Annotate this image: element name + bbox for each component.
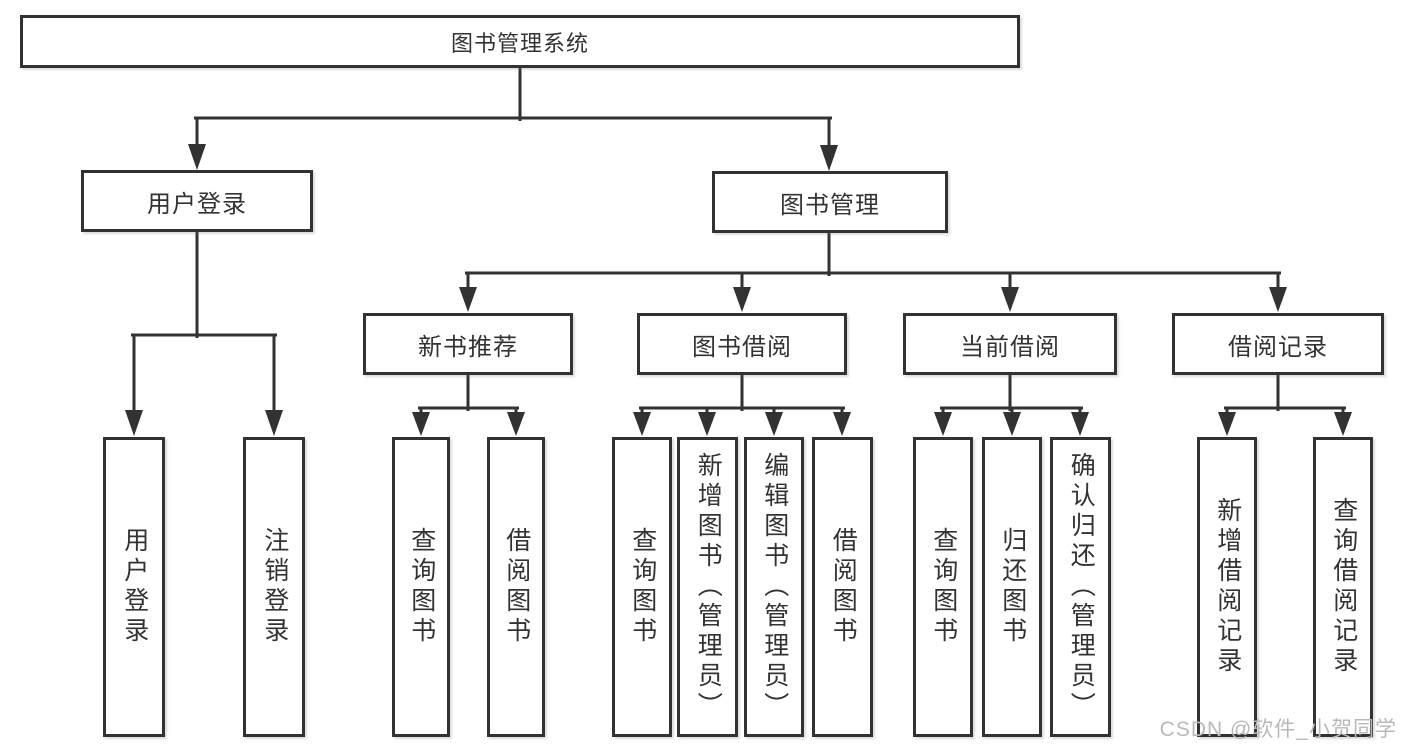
- node-label: 查询图书: [628, 527, 657, 647]
- node-label: 查询借阅记录: [1329, 497, 1358, 677]
- leaf-edit-book-admin: 编辑图书（管理员）: [744, 437, 804, 737]
- csdn-watermark: CSDN @软件_小贺同学: [1159, 718, 1397, 741]
- leaf-borrow-books-recommend: 借阅图书: [487, 437, 545, 737]
- node-label: 图书管理: [780, 191, 880, 219]
- node-book-borrowing: 图书借阅: [637, 313, 847, 375]
- leaf-confirm-return-admin: 确认归还（管理员）: [1050, 437, 1111, 737]
- leaf-query-books-current: 查询图书: [913, 437, 973, 737]
- node-label: 编辑图书（管理员）: [760, 452, 789, 722]
- node-label: 图书借阅: [692, 333, 792, 361]
- node-label: 注销登录: [260, 527, 289, 647]
- node-label: 查询图书: [929, 527, 958, 647]
- node-user-login: 用户登录: [81, 170, 313, 232]
- node-current-borrowing: 当前借阅: [903, 313, 1117, 375]
- node-new-book-recommend: 新书推荐: [363, 313, 573, 375]
- leaf-user-login: 用户登录: [103, 437, 165, 737]
- node-borrow-records: 借阅记录: [1172, 313, 1384, 375]
- node-label: 查询图书: [407, 527, 436, 647]
- leaf-borrow-books: 借阅图书: [812, 437, 873, 737]
- node-label: 借阅记录: [1228, 333, 1328, 361]
- node-label: 借阅图书: [829, 527, 858, 647]
- node-label: 确认归还（管理员）: [1067, 452, 1096, 722]
- node-label: 用户登录: [120, 527, 149, 647]
- leaf-return-books: 归还图书: [982, 437, 1042, 737]
- node-label: 用户登录: [147, 190, 247, 218]
- node-label: 借阅图书: [502, 527, 531, 647]
- node-book-management: 图书管理: [712, 171, 948, 233]
- node-label: 新增图书（管理员）: [694, 452, 723, 722]
- leaf-query-books-recommend: 查询图书: [392, 437, 450, 737]
- leaf-add-book-admin: 新增图书（管理员）: [677, 437, 738, 737]
- node-root: 图书管理系统: [20, 15, 1020, 68]
- leaf-add-borrow-record: 新增借阅记录: [1197, 437, 1257, 737]
- node-label: 新书推荐: [418, 333, 518, 361]
- node-label: 归还图书: [998, 527, 1027, 647]
- leaf-query-books-borrow: 查询图书: [612, 437, 672, 737]
- leaf-query-borrow-record: 查询借阅记录: [1313, 437, 1373, 737]
- node-label: 当前借阅: [960, 333, 1060, 361]
- node-label: 图书管理系统: [450, 30, 589, 56]
- leaf-logout: 注销登录: [243, 437, 305, 737]
- node-label: 新增借阅记录: [1213, 497, 1242, 677]
